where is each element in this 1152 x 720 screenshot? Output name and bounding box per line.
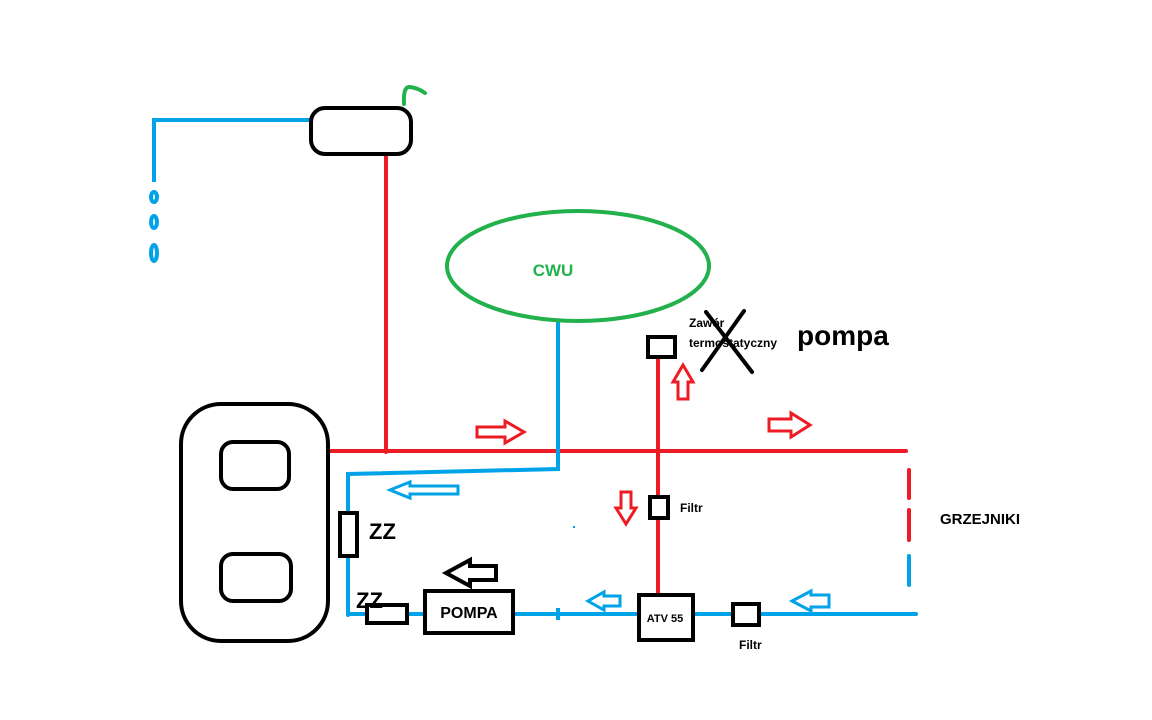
flow-arrow-right-icon <box>475 418 527 446</box>
cold-inlet-pipe <box>152 118 314 182</box>
pump-annotation: pompa <box>797 320 889 351</box>
shutoff-valve-vertical-label: ZZ <box>369 519 396 544</box>
flow-arrow-left-icon <box>385 479 460 501</box>
filter-upper-label: Filtr <box>680 501 703 515</box>
flow-arrow-left-icon <box>788 588 831 614</box>
pump-label: POMPA <box>440 605 498 622</box>
pump <box>423 589 515 635</box>
drop-icon <box>149 243 159 263</box>
flow-arrow-up-icon <box>670 362 696 401</box>
filter-upper <box>648 495 670 520</box>
shutoff-valve-horizontal <box>365 603 409 625</box>
flow-arrow-down-icon <box>613 490 639 527</box>
filter-lower <box>731 602 761 627</box>
radiators-label: GRZEJNIKI <box>940 511 1020 528</box>
thermostatic-valve <box>646 335 677 359</box>
boiler-door-lower <box>219 552 293 603</box>
shutoff-valve-vertical <box>338 511 359 558</box>
hot-supply-pipes <box>328 153 911 598</box>
drop-icon <box>149 190 159 204</box>
cwu-tank <box>445 209 711 323</box>
filter-lower-label: Filtr <box>739 638 762 652</box>
boiler-door-upper <box>219 440 291 491</box>
water-drops <box>149 190 159 263</box>
valve-label-line2: termostatyczny <box>689 336 777 350</box>
cwu-label: CWU <box>533 261 574 280</box>
atv-label: ATV 55 <box>647 613 683 625</box>
flow-arrow-left-icon <box>441 556 498 590</box>
drop-icon <box>149 214 159 230</box>
stray-dot <box>573 526 575 528</box>
atv-valve <box>637 593 695 642</box>
water-heater <box>309 106 413 156</box>
boiler <box>179 402 330 643</box>
heater-exhaust-icon <box>401 84 427 106</box>
flow-arrow-left-icon <box>584 589 622 613</box>
shutoff-valve-horizontal-label: ZZ <box>356 588 383 613</box>
cross-out-icon <box>700 309 754 374</box>
flow-arrow-right-icon <box>767 410 813 440</box>
